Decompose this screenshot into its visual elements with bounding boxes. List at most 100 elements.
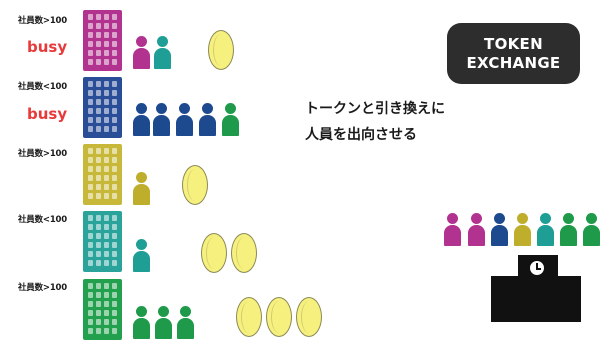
building-window <box>104 166 109 172</box>
building-window <box>88 23 93 29</box>
building-window <box>112 126 117 132</box>
building-window <box>96 193 101 199</box>
building-window <box>112 59 117 65</box>
building-window <box>112 310 117 316</box>
building-window <box>88 193 93 199</box>
building-window <box>104 233 109 239</box>
building-window <box>104 117 109 123</box>
person-icon <box>583 213 600 246</box>
building-window <box>88 175 93 181</box>
building-window <box>104 148 109 154</box>
token-coin-icon <box>231 233 257 273</box>
building-window <box>104 32 109 38</box>
building-window <box>88 157 93 163</box>
row5-label: 社員数>100 <box>18 283 67 293</box>
building-window <box>88 260 93 266</box>
caption-line1: トークンと引き換えに <box>305 101 445 117</box>
building-window <box>88 166 93 172</box>
building-window <box>104 14 109 20</box>
building-window <box>112 242 117 248</box>
token-exchange-line2: EXCHANGE <box>466 53 561 72</box>
building-window <box>88 50 93 56</box>
company-building-blue <box>83 77 122 138</box>
building-window <box>96 59 101 65</box>
building-window <box>96 32 101 38</box>
building-window <box>112 90 117 96</box>
building-window <box>104 301 109 307</box>
person-icon <box>514 213 531 246</box>
building-window <box>112 148 117 154</box>
building-window <box>96 81 101 87</box>
building-window <box>88 14 93 20</box>
building-window <box>88 184 93 190</box>
building-window <box>104 41 109 47</box>
person-icon <box>133 306 150 339</box>
building-window <box>112 260 117 266</box>
building-window <box>96 108 101 114</box>
row2-label: 社員数<100 <box>18 82 67 92</box>
building-window <box>88 32 93 38</box>
token-exchange-badge: TOKEN EXCHANGE <box>447 23 580 84</box>
building-window <box>96 175 101 181</box>
building-window <box>104 215 109 221</box>
building-window <box>112 233 117 239</box>
company-building-magenta <box>83 10 122 71</box>
building-window <box>112 157 117 163</box>
building-window <box>96 23 101 29</box>
company-building-teal <box>83 211 122 272</box>
person-icon <box>199 103 216 136</box>
building-window <box>112 193 117 199</box>
building-window <box>88 328 93 334</box>
building-window <box>96 50 101 56</box>
building-window <box>104 319 109 325</box>
building-window <box>96 117 101 123</box>
person-icon <box>444 213 461 246</box>
person-icon <box>177 306 194 339</box>
building-window <box>104 23 109 29</box>
company-building-olive <box>83 144 122 205</box>
building-window <box>96 126 101 132</box>
building-window <box>104 108 109 114</box>
caption-line2: 人員を出向させる <box>305 127 417 143</box>
building-window <box>88 215 93 221</box>
building-window <box>112 319 117 325</box>
person-icon <box>154 36 171 69</box>
building-window <box>104 81 109 87</box>
building-window <box>112 32 117 38</box>
token-coin-icon <box>201 233 227 273</box>
building-window <box>112 117 117 123</box>
building-window <box>112 184 117 190</box>
building-window <box>104 242 109 248</box>
building-window <box>104 50 109 56</box>
row2-busy-label: busy <box>27 105 68 123</box>
building-window <box>96 90 101 96</box>
building-window <box>112 41 117 47</box>
person-icon <box>133 239 150 272</box>
building-window <box>96 41 101 47</box>
building-window <box>88 90 93 96</box>
building-window <box>104 157 109 163</box>
exchange-counter <box>491 276 581 322</box>
building-window <box>88 224 93 230</box>
building-window <box>96 215 101 221</box>
building-window <box>104 310 109 316</box>
building-window <box>88 292 93 298</box>
building-window <box>88 41 93 47</box>
token-coin-icon <box>182 165 208 205</box>
building-window <box>112 99 117 105</box>
building-window <box>104 99 109 105</box>
building-window <box>104 224 109 230</box>
building-window <box>112 224 117 230</box>
building-window <box>112 50 117 56</box>
building-window <box>88 283 93 289</box>
building-window <box>96 251 101 257</box>
building-window <box>112 166 117 172</box>
building-window <box>104 193 109 199</box>
building-window <box>96 328 101 334</box>
building-window <box>88 310 93 316</box>
building-window <box>96 148 101 154</box>
row1-busy-label: busy <box>27 38 68 56</box>
building-window <box>112 215 117 221</box>
building-window <box>96 166 101 172</box>
building-window <box>112 301 117 307</box>
